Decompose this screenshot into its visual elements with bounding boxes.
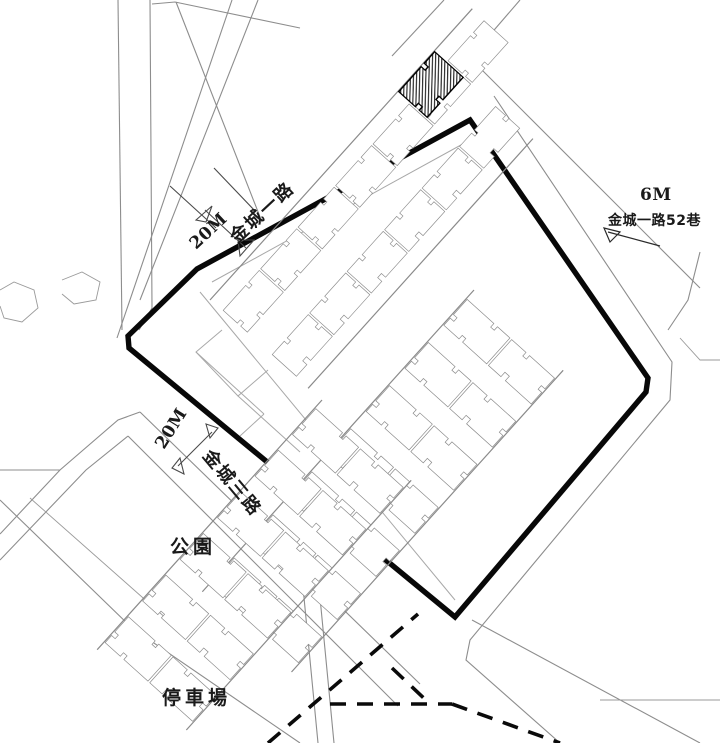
dimension-jincheng-1: 20M 金城一路 [169, 167, 299, 258]
dimension-label-lane-52-width: 6M [640, 185, 672, 205]
road-label-jincheng-1: 金城一路 [225, 177, 299, 248]
road-label-lane-52: 金城一路52巷 [607, 212, 701, 229]
highlighted-subject-unit [397, 50, 465, 119]
dimension-jincheng-3: 20M 金城三路 [151, 405, 266, 521]
place-label-parking-lot: 停車場 [162, 686, 231, 709]
place-labels: 公園 停車場 [162, 536, 231, 709]
block-center-row [96, 399, 412, 731]
planned-road-dashed [266, 612, 561, 743]
unit-row-north-upper [209, 8, 534, 389]
block-north-row [209, 8, 534, 389]
townhouse-unit [458, 105, 521, 169]
place-label-park: 公園 [170, 536, 216, 558]
callout-jincheng-1-lane-52: 6M 金城一路52巷 [602, 185, 701, 247]
